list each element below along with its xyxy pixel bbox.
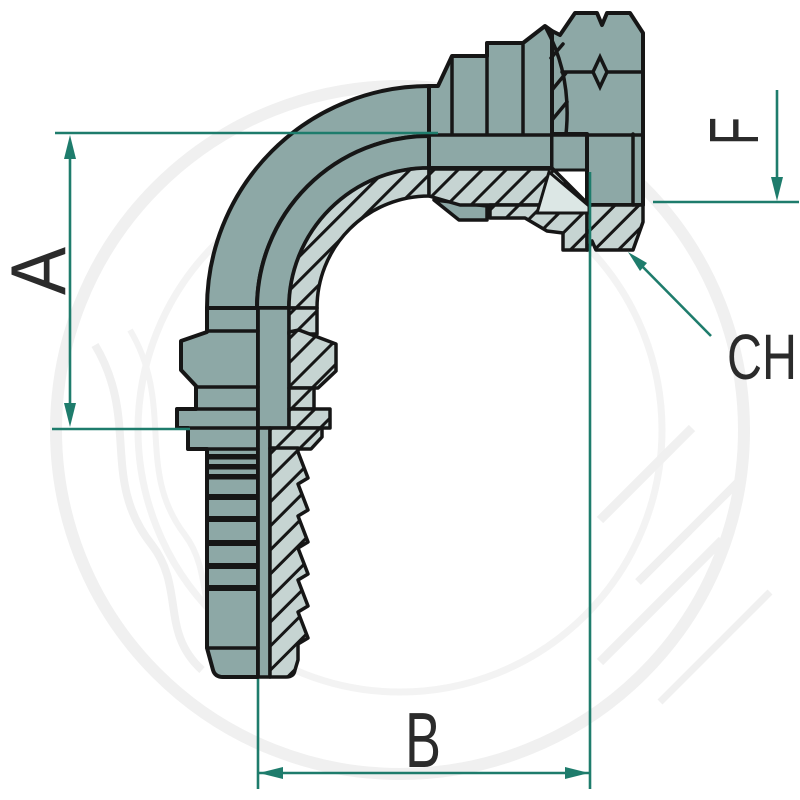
hex-section [287, 328, 338, 390]
label-f: F [695, 117, 773, 145]
label-a: A [0, 247, 82, 295]
ch-leader [628, 252, 712, 337]
dimension-b [256, 172, 592, 789]
hose-tail-barbs [207, 454, 258, 591]
arm-and-collar [427, 24, 554, 170]
dimension-lines [52, 90, 799, 789]
leg-section-strip [287, 306, 319, 336]
label-ch: CH [727, 321, 797, 393]
tail-section-strip [268, 446, 310, 679]
hose-tail-left [175, 306, 260, 679]
dimension-f [653, 90, 799, 204]
fitting-body [175, 11, 645, 679]
ferrule-section [268, 426, 324, 451]
dimension-labels: A B F CH [0, 117, 797, 784]
label-b: B [405, 696, 441, 784]
hex-corner-diamond [591, 52, 609, 92]
section-hatched-parts [268, 166, 645, 679]
dimension-a [52, 131, 438, 431]
nut-lower-section [585, 203, 645, 252]
